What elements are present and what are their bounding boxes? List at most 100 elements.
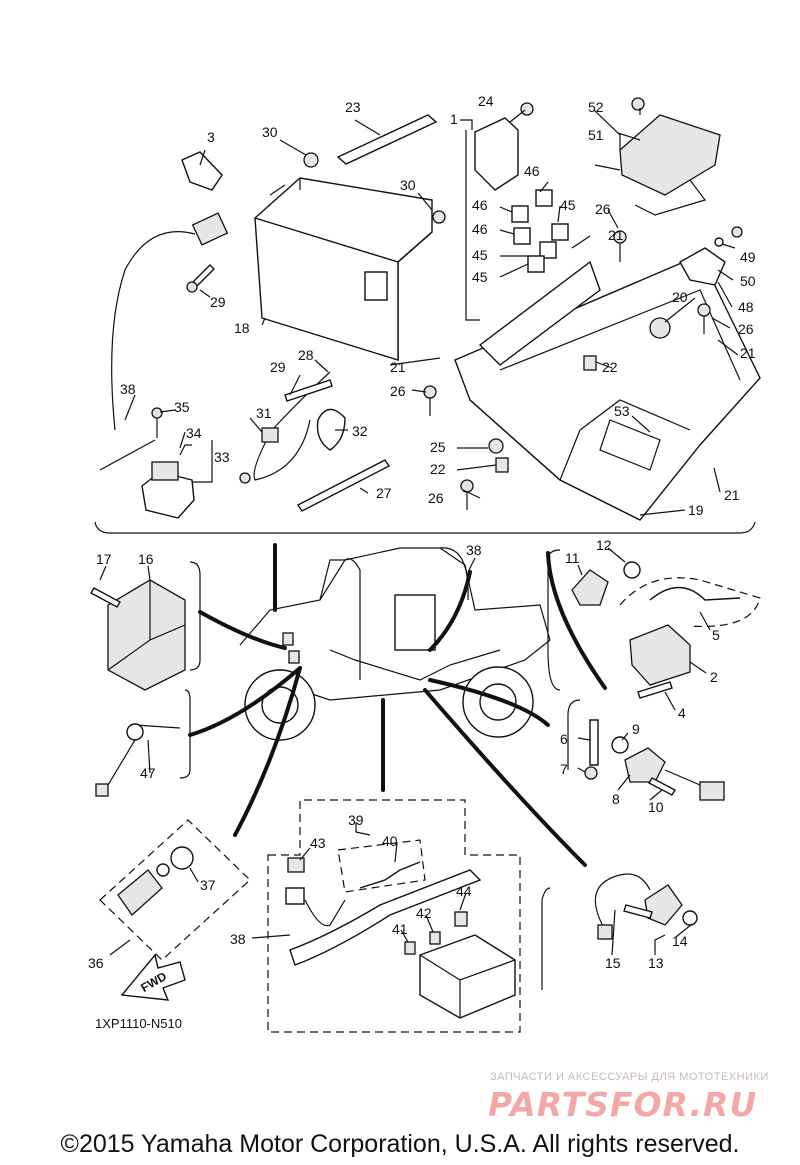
callout-47: 47	[140, 765, 156, 781]
callout-1: 1	[450, 111, 458, 127]
callout-45a: 45	[560, 197, 576, 213]
callout-35: 35	[174, 399, 190, 415]
bolt-35	[151, 407, 163, 419]
callout-23: 23	[345, 99, 361, 115]
callout-15: 15	[605, 955, 621, 971]
o-ring-9	[611, 736, 629, 754]
callout-46b: 46	[472, 197, 488, 213]
leader-sensor	[428, 678, 550, 727]
callout-21d: 21	[724, 487, 740, 503]
o-ring-14	[682, 910, 698, 926]
rectifier-regulator-16	[107, 579, 186, 691]
leader-36	[233, 666, 302, 837]
callout-25: 25	[430, 439, 446, 455]
bracket-47-group	[179, 689, 191, 779]
packing-37	[170, 846, 194, 870]
ignition-coil-2	[629, 624, 691, 686]
battery-holder-30	[303, 152, 319, 168]
wire-38-top	[99, 439, 156, 471]
callout-51: 51	[588, 127, 604, 143]
bolt-24	[520, 102, 534, 116]
callout-46c: 46	[472, 221, 488, 237]
callout-6: 6	[560, 731, 568, 747]
copyright-notice: ©2015 Yamaha Motor Corporation, U.S.A. A…	[60, 1130, 740, 1158]
coupler-38b	[285, 887, 305, 905]
callout-11: 11	[565, 550, 580, 566]
watermark-logo: PARTSFOR.RU	[488, 1085, 758, 1124]
callout-2: 2	[710, 669, 718, 685]
lead-40	[359, 861, 421, 889]
grommet-25	[488, 438, 504, 454]
callout-45b: 45	[472, 247, 488, 263]
callout-8: 8	[612, 791, 620, 807]
watermark-subtitle: ЗАПЧАСТИ И АКСЕССУАРЫ ДЛЯ МОТОТЕХНИКИ	[490, 1071, 769, 1083]
callout-29a: 29	[210, 294, 226, 310]
callout-26c: 26	[390, 383, 406, 399]
callout-41: 41	[392, 921, 408, 937]
callout-18: 18	[234, 320, 250, 336]
leader-47	[188, 666, 302, 737]
callout-26b: 26	[738, 321, 754, 337]
collar-20	[649, 317, 671, 339]
sensor-47	[95, 723, 181, 797]
battery-lead-wire	[111, 231, 196, 431]
callout-27: 27	[376, 485, 392, 501]
switch-36	[117, 869, 163, 916]
bolt-4	[637, 681, 673, 699]
bracket-16-group	[189, 561, 201, 671]
callout-16: 16	[138, 551, 154, 567]
callout-46a: 46	[524, 163, 540, 179]
fuse-44	[454, 911, 468, 927]
callout-53: 53	[614, 403, 630, 419]
callout-21c: 21	[740, 345, 756, 361]
bolt-49	[731, 226, 743, 238]
callout-50: 50	[740, 273, 756, 289]
callout-33: 33	[214, 449, 230, 465]
callout-12: 12	[596, 537, 612, 553]
callout-7: 7	[560, 761, 568, 777]
callout-32: 32	[352, 423, 368, 439]
spark-plug-6	[589, 719, 599, 766]
battery-holder-30b	[432, 210, 446, 224]
o-ring-12	[623, 561, 641, 579]
coupler-43	[287, 857, 305, 873]
switch-dashed-box	[99, 819, 251, 961]
callout-5: 5	[712, 627, 720, 643]
sensor-48	[679, 247, 726, 286]
starter-relay	[141, 444, 195, 519]
callout-29b: 29	[270, 359, 286, 375]
coupler-31	[261, 427, 279, 443]
callout-9: 9	[632, 721, 640, 737]
lead-28	[253, 371, 331, 481]
leader-38	[428, 570, 472, 652]
fuse-box-1	[474, 117, 519, 191]
ecu-51	[619, 114, 721, 196]
callout-13: 13	[648, 955, 664, 971]
callout-40: 40	[382, 833, 398, 849]
fuse-41	[404, 941, 416, 955]
callout-3: 3	[207, 129, 215, 145]
callout-43: 43	[310, 835, 326, 851]
callout-38a: 38	[120, 381, 136, 397]
clip-22	[495, 457, 509, 473]
battery	[254, 177, 433, 361]
fwd-arrow	[120, 953, 186, 1001]
gasket-7	[584, 766, 598, 780]
bolt-52	[631, 97, 645, 111]
callout-10: 10	[648, 799, 664, 815]
bracket-6-group	[567, 699, 581, 770]
bolt-29b	[284, 379, 333, 402]
band-32	[316, 408, 346, 451]
diagram-code: 1XP1110-N510	[95, 1016, 182, 1031]
callout-19: 19	[688, 502, 704, 518]
plug-cap-5	[649, 586, 741, 601]
vehicle-outline	[239, 547, 551, 741]
washer-50	[714, 237, 724, 247]
callout-42: 42	[416, 905, 432, 921]
bolt-26d	[460, 479, 474, 493]
coupler-10	[699, 781, 725, 801]
bracket-right-group	[547, 549, 561, 691]
callout-30a: 30	[262, 124, 278, 140]
